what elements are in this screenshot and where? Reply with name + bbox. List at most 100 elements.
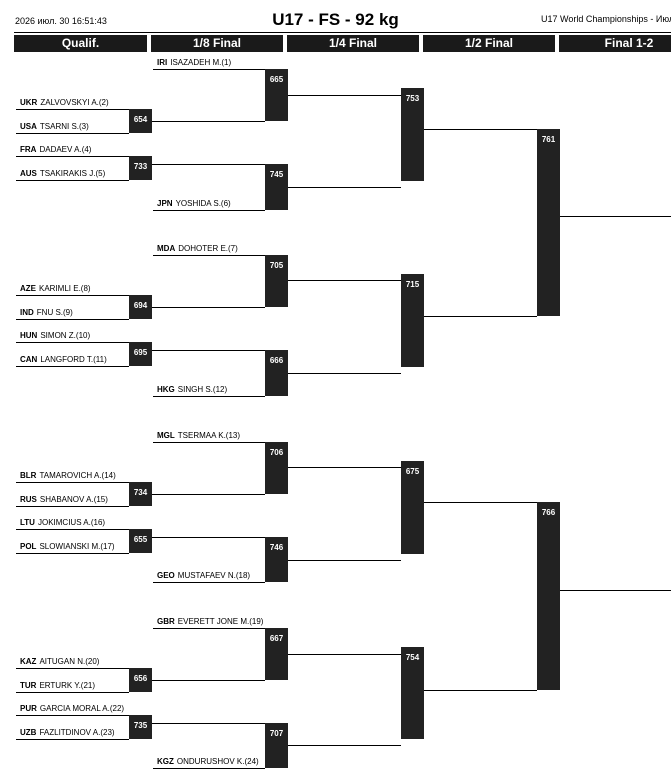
bracket-line bbox=[152, 680, 265, 681]
semifinal-bout: 766 bbox=[537, 502, 560, 690]
round-of-16-bout: 666 bbox=[265, 350, 288, 396]
qualification-bout: 655 bbox=[129, 529, 152, 553]
athlete-nation: GBR bbox=[157, 617, 175, 626]
qualification-bout: 734 bbox=[129, 482, 152, 506]
bracket-line bbox=[153, 442, 265, 443]
athlete-nation: BLR bbox=[20, 471, 37, 480]
athlete-nation: KGZ bbox=[157, 757, 174, 766]
bracket-line bbox=[16, 366, 129, 367]
quarterfinal-bout: 715 bbox=[401, 274, 424, 367]
athlete-nation: GEO bbox=[157, 571, 175, 580]
qualification-bout: 656 bbox=[129, 668, 152, 692]
round-of-16-bout: 745 bbox=[265, 164, 288, 210]
round-header-1-4-final: 1/4 Final bbox=[287, 35, 419, 52]
bracket-line bbox=[153, 255, 265, 256]
bracket-line bbox=[152, 537, 265, 538]
header-date: 2026 июл. 30 16:51:43 bbox=[15, 16, 107, 26]
athlete-name: SIMON Z.(10) bbox=[40, 331, 91, 340]
athlete-nation: JPN bbox=[157, 199, 173, 208]
athlete-name: DADAEV A.(4) bbox=[39, 145, 92, 154]
athlete-name: TSAKIRAKIS J.(5) bbox=[39, 169, 106, 178]
athlete-name: SINGH S.(12) bbox=[177, 385, 228, 394]
athlete-nation: KAZ bbox=[20, 657, 37, 666]
bracket-line bbox=[16, 506, 129, 507]
bracket-line bbox=[16, 668, 129, 669]
event-name: U17 World Championships - Июл. bbox=[541, 14, 671, 24]
bracket-line bbox=[424, 690, 537, 691]
athlete-name: TSARNI S.(3) bbox=[39, 122, 89, 131]
bracket-line bbox=[560, 590, 671, 591]
bracket-line bbox=[153, 582, 265, 583]
qualification-bout: 654 bbox=[129, 109, 152, 133]
athlete-nation: AZE bbox=[20, 284, 36, 293]
qualification-bout: 735 bbox=[129, 715, 152, 739]
round-of-16-bout: 706 bbox=[265, 442, 288, 494]
bracket-line bbox=[288, 373, 401, 374]
athlete-nation: HUN bbox=[20, 331, 38, 340]
bracket-line bbox=[16, 156, 129, 157]
athlete-nation: UKR bbox=[20, 98, 38, 107]
page-title: U17 - FS - 92 kg bbox=[272, 10, 399, 29]
athlete-nation: MGL bbox=[157, 431, 175, 440]
athlete-nation: CAN bbox=[20, 355, 38, 364]
round-of-16-bout: 665 bbox=[265, 69, 288, 121]
athlete-name: SLOWIANSKI M.(17) bbox=[39, 542, 115, 551]
quarterfinal-bout: 754 bbox=[401, 647, 424, 739]
athlete-name: ISAZADEH M.(1) bbox=[170, 58, 232, 67]
athlete-name: GARCIA MORAL A.(22) bbox=[39, 704, 125, 713]
athlete-nation: LTU bbox=[20, 518, 35, 527]
bracket-line bbox=[288, 560, 401, 561]
qualification-bout: 694 bbox=[129, 295, 152, 319]
bracket-line bbox=[16, 739, 129, 740]
athlete-nation: FRA bbox=[20, 145, 37, 154]
round-header-final: Final 1-2 bbox=[559, 35, 671, 52]
athlete-name: JOKIMCIUS A.(16) bbox=[37, 518, 106, 527]
athlete-nation: HKG bbox=[157, 385, 175, 394]
athlete-name: FNU S.(9) bbox=[36, 308, 73, 317]
bracket-line bbox=[16, 482, 129, 483]
round-header-qualif: Qualif. bbox=[14, 35, 147, 52]
semifinal-bout: 761 bbox=[537, 129, 560, 316]
athlete-name: SHABANOV A.(15) bbox=[39, 495, 108, 504]
bracket-line bbox=[16, 529, 129, 530]
bracket-line bbox=[16, 133, 129, 134]
bracket-line bbox=[16, 295, 129, 296]
bracket-line bbox=[152, 350, 265, 351]
bracket-line bbox=[152, 121, 265, 122]
bracket-line bbox=[288, 467, 401, 468]
round-of-16-bout: 707 bbox=[265, 723, 288, 768]
athlete-name: EVERETT JONE M.(19) bbox=[177, 617, 264, 626]
athlete-nation: PUR bbox=[20, 704, 37, 713]
bracket-line bbox=[16, 319, 129, 320]
bracket-line bbox=[16, 180, 129, 181]
bracket-line bbox=[288, 745, 401, 746]
bracket-line bbox=[153, 768, 265, 769]
bracket-line bbox=[153, 628, 265, 629]
header-divider bbox=[14, 32, 671, 33]
round-header-1-8-final: 1/8 Final bbox=[151, 35, 283, 52]
quarterfinal-bout: 753 bbox=[401, 88, 424, 181]
bracket-line bbox=[153, 69, 265, 70]
athlete-name: TSERMAA K.(13) bbox=[177, 431, 241, 440]
bracket-line bbox=[288, 95, 401, 96]
qualification-bout: 695 bbox=[129, 342, 152, 366]
athlete-name: ONDURUSHOV K.(24) bbox=[176, 757, 259, 766]
